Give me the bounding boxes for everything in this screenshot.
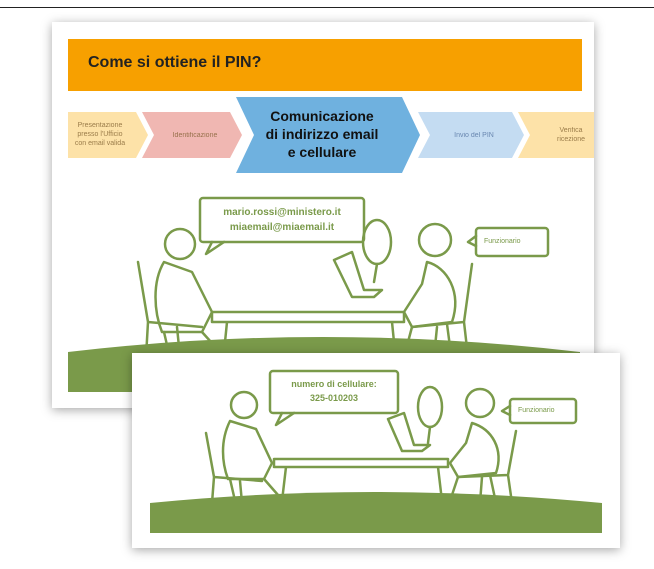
step-5-line2: ricezione [556, 136, 585, 143]
person-right-body [402, 260, 457, 329]
step-4-label: Invio del PIN [454, 132, 494, 139]
phone-line-2: 325-010203 [309, 393, 359, 403]
step-arrow-active [236, 97, 420, 173]
speech-bubble [198, 196, 366, 244]
process-steps [68, 97, 594, 173]
laptop [332, 250, 384, 299]
role-tag-label-front: Funzionario [518, 407, 555, 414]
step-active-line1: Comunicazione [270, 108, 374, 124]
step-1-line2: presso l'Ufficio [77, 131, 123, 138]
role-tag [474, 226, 550, 258]
person-left-head [163, 227, 197, 261]
step-1-line1: Presentazione [77, 122, 123, 129]
step-arrow-2 [142, 112, 242, 158]
person-right-head-front [464, 387, 496, 419]
step-arrow-4 [418, 112, 524, 158]
top-rule [0, 7, 654, 8]
step-2-label: Identificazione [172, 132, 218, 139]
step-active-label: Comunicazione di indirizzo email e cellu… [248, 107, 396, 161]
person-right-head [417, 222, 453, 258]
step-5-line1: Verifica [559, 127, 583, 134]
role-tag-front [508, 397, 578, 425]
step-1-label: Presentazione presso l'Ufficio con email… [66, 121, 134, 148]
magnifier-icon-front [416, 385, 444, 429]
ground-front [150, 492, 602, 533]
step-active-line2: di indirizzo email [265, 126, 379, 142]
slide-back: Come si ottiene il PIN? Presentazione pr… [52, 22, 594, 408]
email-bubble-text: mario.rossi@ministero.it miaemail@miaema… [200, 205, 364, 235]
person-left-body-front [221, 419, 274, 481]
email-line-1: mario.rossi@ministero.it [223, 207, 341, 218]
step-active-line3: e cellulare [287, 144, 357, 160]
slide-front: numero di cellulare: 325-010203 Funziona… [132, 353, 620, 548]
person-left-head-front [229, 390, 259, 420]
phone-line-1: numero di cellulare: [291, 379, 377, 389]
speech-bubble-front [268, 369, 400, 415]
step-1-line3: con email valida [74, 140, 126, 147]
step-arrow-1 [68, 112, 148, 158]
office-illustration-front [150, 369, 602, 533]
person-right-body-front [448, 421, 500, 479]
step-arrow-5 [518, 112, 594, 158]
step-5-label: Verifica ricezione [536, 126, 594, 144]
role-tag-label: Funzionario [484, 238, 521, 245]
laptop-front [386, 411, 432, 453]
phone-bubble-text: numero di cellulare: 325-010203 [270, 377, 398, 405]
email-line-2: miaemail@miaemail.it [229, 222, 335, 233]
slide-title: Come si ottiene il PIN? [88, 54, 262, 71]
magnifier-icon [361, 218, 393, 266]
person-left-body [154, 260, 214, 334]
title-bar: Come si ottiene il PIN? [68, 39, 582, 91]
